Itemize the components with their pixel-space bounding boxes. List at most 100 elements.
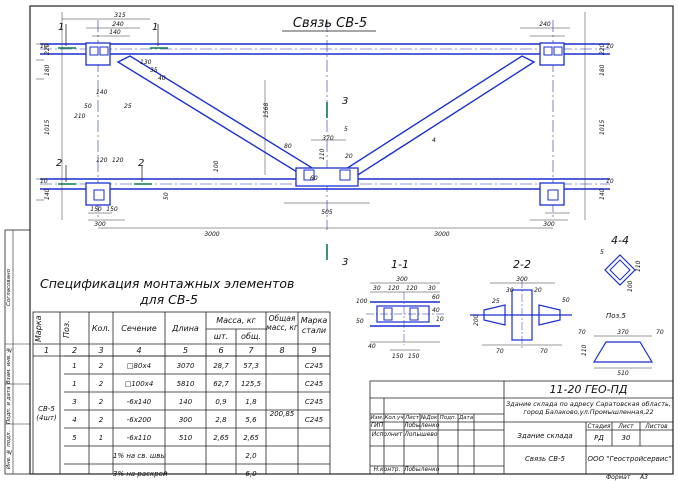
svg-text:140: 140 [109,29,121,36]
svg-text:130: 130 [140,59,152,66]
svg-text:3: 3 [342,96,348,107]
stamp-header-col: Подп. [439,415,457,421]
svg-text:60: 60 [432,294,440,301]
spec-cell-section: -6х110 [126,434,152,442]
spec-cell-total: 5,6 [245,416,257,424]
svg-text:20: 20 [345,153,353,160]
stamp-header-col: Кол.уч [384,415,404,421]
svg-text:70: 70 [540,348,548,355]
section-4-4-title: 4-4 [611,234,629,247]
svg-text:40: 40 [158,75,166,82]
svg-text:240: 240 [112,21,124,28]
svg-text:25: 25 [124,103,132,110]
spec-cell-length: 5810 [176,380,195,388]
spec-cell-total: 57,3 [243,362,259,370]
svg-text:10: 10 [606,178,614,185]
svg-text:120: 120 [112,157,124,164]
header-mass: Масса, кг [216,316,256,325]
spec-cell-qty: 2 [98,380,104,388]
spec-cell-unit: 0,9 [215,398,227,406]
svg-text:120: 120 [406,285,418,292]
header-mark: Марка [34,315,43,342]
format-label: Формат [606,474,631,481]
svg-text:1015: 1015 [44,120,51,135]
header-qty: Кол. [91,324,111,333]
svg-text:370: 370 [617,329,629,336]
section-markers: 1 1 2 2 3 3 4 5 [56,22,436,268]
svg-text:140: 140 [599,188,606,200]
header-total-mass: Общая масс, кг [266,314,298,332]
spec-cell-qty: 1 [98,434,104,442]
header-steel: Марка стали [300,316,328,335]
spec-cell-qty: 2 [98,398,104,406]
svg-text:1568: 1568 [263,103,270,118]
spec-cell-length: 300 [178,416,193,424]
svg-text:140: 140 [44,188,51,200]
svg-text:315: 315 [114,12,126,19]
svg-text:100: 100 [627,280,634,292]
svg-text:110: 110 [581,344,588,356]
stage-label: Стадия [587,423,611,430]
spec-cell-unit: 62,7 [213,380,229,388]
exec-role: Исполнит [371,431,403,438]
svg-text:80: 80 [284,143,292,150]
side-stamp-label: Согласовано [6,269,12,307]
spec-cell-section: 1% на св. швы [113,452,166,460]
svg-text:150: 150 [408,353,420,360]
svg-text:40: 40 [368,343,376,350]
stamp-header-col: №Док [420,415,438,421]
svg-text:5: 5 [344,126,348,133]
col-number: 4 [136,346,142,355]
svg-text:50: 50 [356,318,364,325]
section-2-2-title: 2-2 [513,258,531,271]
pos5-title: Поз.5 [606,312,626,320]
svg-text:300: 300 [94,221,106,228]
svg-text:10: 10 [40,178,48,185]
svg-text:180: 180 [44,64,51,76]
spec-cell-length: 510 [178,434,193,442]
svg-text:1: 1 [58,22,64,33]
svg-text:100: 100 [356,298,368,305]
svg-text:5: 5 [600,249,604,256]
title-block-grid [369,380,674,475]
header-mass-unit: шт. [213,332,229,341]
svg-text:110: 110 [319,148,326,160]
sheet-value: 30 [621,434,631,442]
spec-subtitle: для СВ-5 [140,292,198,307]
svg-text:1015: 1015 [599,120,606,135]
col-number: 5 [182,346,189,355]
total-mass-value: 200,85 [269,410,295,418]
spec-cell-total: 1,8 [245,398,257,406]
svg-text:20: 20 [534,287,542,294]
svg-text:70: 70 [578,329,586,336]
svg-text:60: 60 [310,175,318,182]
spec-cell-total: 6,0 [245,470,257,478]
project-address: Здание склада по адресу Саратовская обла… [506,400,671,416]
spec-cell-qty: 2 [98,362,104,370]
svg-text:300: 300 [396,276,408,283]
spec-title: Спецификация монтажных элементов [40,276,295,291]
section-1-1-title: 1-1 [391,258,409,271]
spec-cell-section: -6х200 [126,416,152,424]
svg-text:370: 370 [322,135,334,142]
mark-label: СВ-5 (4шт) [36,405,57,422]
spec-cell-pos: 4 [72,416,77,424]
side-stamp-label: Инв. № подл. [6,430,12,470]
header-length: Длина [172,324,199,333]
spec-cell-total: 2,65 [243,434,259,442]
svg-text:3000: 3000 [204,231,219,238]
svg-text:10: 10 [40,43,48,50]
svg-text:220: 220 [44,43,51,55]
spec-cell-steel: С245 [304,380,324,388]
svg-text:25: 25 [492,298,500,305]
spec-cell-length: 140 [178,398,193,406]
svg-text:2: 2 [56,158,62,169]
col-number: 8 [279,346,285,355]
col-number: 2 [71,346,78,355]
svg-text:50: 50 [84,103,92,110]
svg-text:3000: 3000 [434,231,449,238]
svg-text:10: 10 [436,316,444,323]
spec-cell-section: □100х4 [124,380,154,388]
svg-text:35: 35 [150,67,158,74]
